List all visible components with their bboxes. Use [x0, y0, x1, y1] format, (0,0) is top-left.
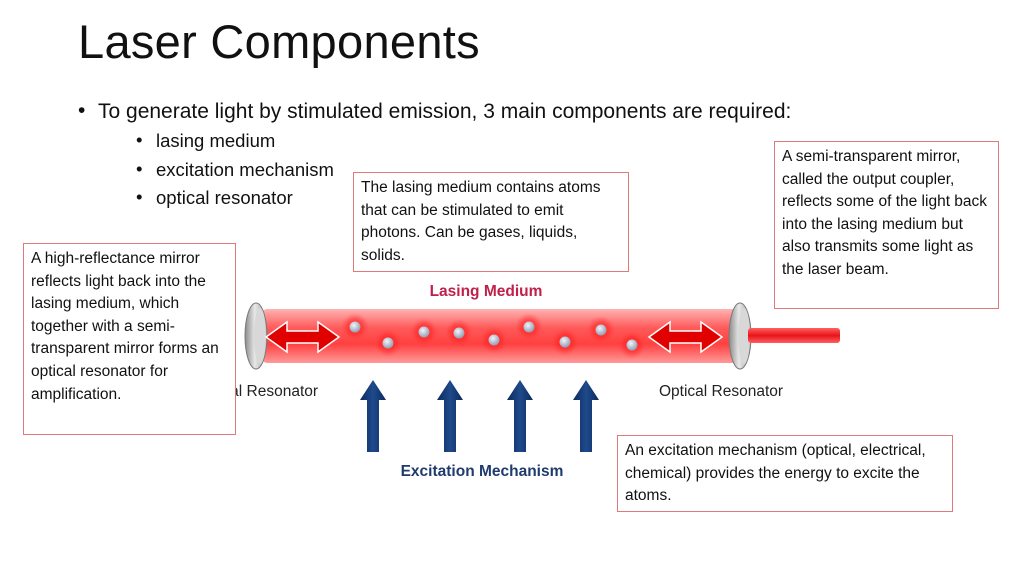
excitation-mechanism-label: Excitation Mechanism: [401, 463, 564, 480]
sub-bullet-optical-resonator: optical resonator: [136, 186, 791, 216]
lasing-medium-label: Lasing Medium: [430, 283, 543, 300]
atoms: [341, 313, 646, 359]
sub-bullet-lasing-medium: lasing medium: [136, 129, 791, 159]
left-mirror: [244, 302, 268, 370]
left-double-arrow: [264, 320, 341, 354]
callout-high-reflectance-mirror: A high-reflectance mirror reflects light…: [23, 243, 236, 435]
excitation-arrows: [360, 380, 599, 452]
sub-bullet-list: lasing medium excitation mechanism optic…: [136, 129, 791, 216]
right-mirror: [728, 302, 752, 370]
sub-bullet-excitation-mechanism: excitation mechanism: [136, 158, 791, 188]
laser-beam: [748, 328, 840, 343]
bullet-main-text: To generate light by stimulated emission…: [98, 100, 792, 123]
bullet-list: To generate light by stimulated emission…: [78, 99, 792, 216]
callout-lasing-medium: The lasing medium contains atoms that ca…: [353, 172, 629, 272]
right-double-arrow: [647, 320, 724, 354]
slide-title: Laser Components: [78, 15, 480, 68]
bullet-main: To generate light by stimulated emission…: [78, 99, 792, 216]
callout-output-coupler: A semi-transparent mirror, called the ou…: [774, 141, 999, 309]
optical-resonator-label-right: Optical Resonator: [659, 383, 784, 400]
callout-excitation-mechanism: An excitation mechanism (optical, electr…: [617, 435, 953, 512]
